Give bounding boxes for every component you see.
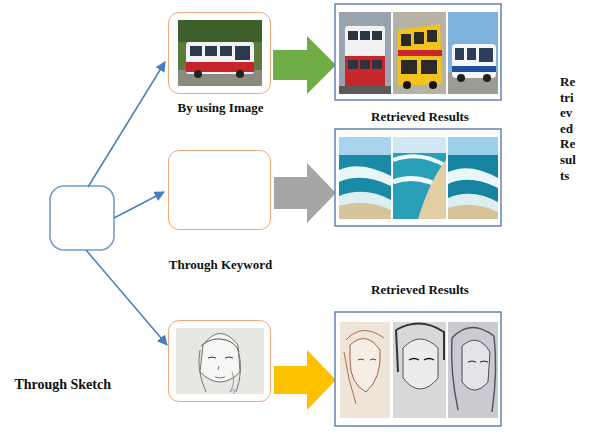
results-label: Retrieved Results	[371, 110, 469, 125]
input-caption: Through Keyword	[169, 258, 272, 273]
result-panel	[335, 312, 501, 426]
bus-photo	[178, 20, 262, 86]
source-box	[50, 186, 114, 250]
result-panel	[335, 129, 501, 226]
result-panel	[335, 4, 501, 100]
sketch-results	[340, 322, 498, 418]
input-box: Through Sketch	[168, 320, 271, 402]
bus-results	[339, 12, 498, 94]
yellow-arrow	[274, 350, 336, 410]
beach-results	[339, 137, 498, 219]
green-arrow	[273, 36, 336, 94]
results-label: Retrieved Results	[371, 283, 469, 298]
results-label: Retrieved Results	[560, 74, 578, 183]
face-sketch	[176, 328, 264, 394]
branch-lines	[86, 62, 167, 345]
input-box: By using Image	[168, 12, 271, 94]
grey-arrow	[274, 163, 336, 223]
input-box: Through Keyword	[168, 150, 271, 230]
input-caption: By using Image	[178, 101, 264, 116]
input-caption: Through Sketch	[14, 377, 111, 393]
